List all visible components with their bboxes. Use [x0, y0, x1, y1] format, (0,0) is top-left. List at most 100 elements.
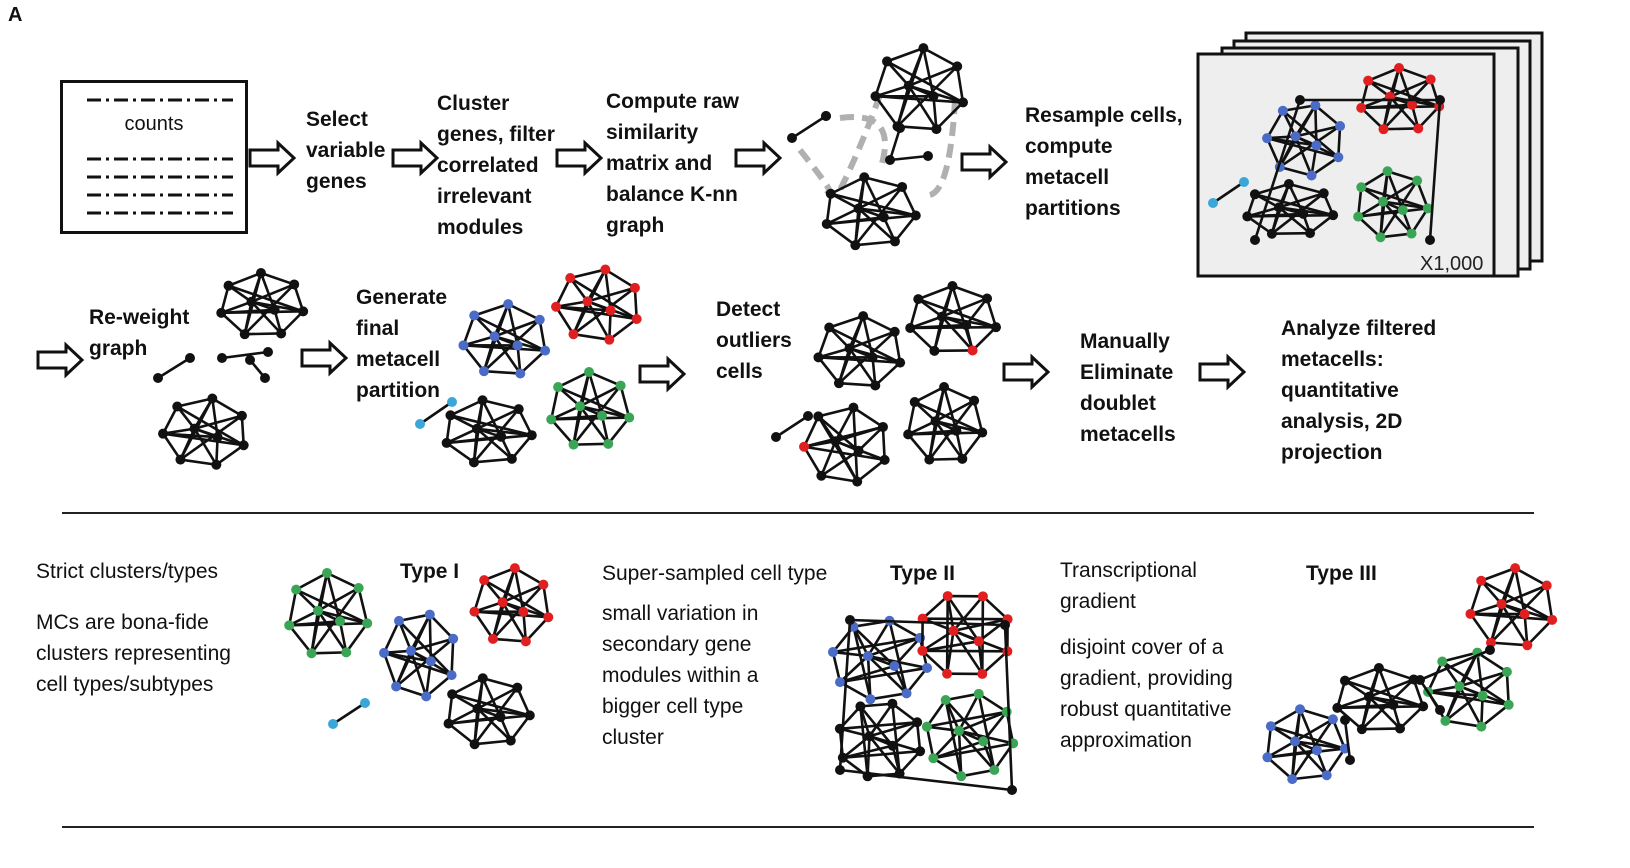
type1-black-cluster: [443, 673, 535, 750]
type1-red-cluster-node: [509, 563, 520, 574]
final-green-cluster-edge: [550, 418, 575, 446]
knn-bottom-cluster-edge: [900, 186, 917, 217]
stack-blue-cluster-node: [1333, 152, 1344, 163]
type3-red-cluster-node: [1496, 599, 1507, 609]
outlier-cluster-2-edge: [917, 297, 997, 329]
dashed-arrow-3: [928, 99, 958, 198]
final-black-cluster-edge: [449, 399, 484, 417]
type1-cyan-pair-edge: [332, 701, 366, 726]
knn-bottom-cluster-edge: [857, 177, 866, 209]
stack-black-cluster-node: [1328, 210, 1339, 221]
final-blue-cluster-edge: [507, 302, 541, 321]
reweight-bottom-cluster-edge: [211, 398, 219, 438]
outlier-cluster-4-edge: [835, 425, 884, 443]
final-green-cluster-node: [575, 401, 585, 412]
type1-blue-cluster-edge: [398, 613, 431, 623]
type2-green-cluster-node: [940, 694, 951, 705]
stack-red-cluster: [1356, 63, 1445, 135]
type1-blue-cluster-edge: [383, 651, 432, 663]
type2-blue-cluster-node: [865, 694, 876, 705]
reweight-top-cluster-edge: [243, 301, 253, 335]
stack-green-cluster-edge: [1380, 232, 1412, 239]
type2-blue-cluster-edge: [867, 655, 908, 695]
type1-green-cluster-node: [353, 583, 364, 594]
knn-top-cluster-edge: [907, 47, 925, 87]
type3-black-cluster-node: [1364, 691, 1374, 702]
type2-black-cluster-node: [887, 698, 898, 709]
type3-red-cluster-edge: [1480, 566, 1516, 582]
outlier-cluster-4-edge: [821, 474, 858, 483]
type3-black-cluster-node: [1339, 675, 1350, 686]
stack-bridges-node: [1425, 235, 1435, 245]
type1-black-cluster-node: [524, 710, 535, 721]
type3-green-cluster-edge: [1427, 684, 1460, 694]
type2-red-cluster-edge: [946, 595, 955, 632]
outlier-cluster-4-edge: [834, 406, 855, 442]
stack-green-cluster-node: [1356, 182, 1367, 193]
type1-green-cluster-node: [306, 648, 317, 659]
type2-green-cluster-edge: [958, 729, 996, 771]
type1-red-cluster-node: [520, 636, 531, 647]
type1-cyan-pair-node: [360, 698, 370, 708]
type2-blue-cluster-edge: [831, 651, 842, 683]
outlier-cluster-3-node: [939, 382, 950, 393]
reweight-bottom-cluster-node: [207, 393, 218, 404]
knn-top-cluster-node: [952, 61, 963, 72]
type3-green-cluster-node: [1503, 699, 1514, 710]
type3-links-edge: [1343, 719, 1352, 761]
type3-blue-cluster-edge: [1270, 708, 1301, 728]
outlier-cluster-4-edge: [803, 439, 836, 449]
stack-cyan-pair-edge: [1212, 180, 1245, 205]
final-green-cluster-edge: [579, 384, 622, 408]
reweight-bottom-cluster-edge: [180, 458, 217, 467]
type2-blue-cluster-edge: [905, 667, 929, 695]
type1-blue-cluster-node: [406, 645, 416, 656]
reweight-bottom-cluster-node: [158, 428, 169, 439]
reweight-top-cluster: [216, 268, 309, 340]
outlier-cluster-4-edge: [820, 440, 837, 477]
final-blue-cluster-node: [515, 368, 526, 379]
final-green-cluster-edge: [557, 385, 630, 419]
final-blue-cluster-edge: [519, 349, 547, 375]
type2-black-cluster-edge: [866, 736, 871, 777]
final-red-cluster-node: [565, 272, 576, 283]
type2-green-cluster-node: [973, 688, 984, 699]
reweight-top-cluster-edge: [250, 300, 283, 335]
type1-green-cluster-edge: [295, 588, 368, 625]
type2-red-cluster-edge: [922, 640, 980, 653]
outlier-cluster-3-edge: [972, 400, 984, 433]
type3-blue-cluster-edge: [1266, 756, 1294, 781]
type3-black-cluster-edge: [1361, 727, 1401, 731]
type1-blue-cluster-edge: [428, 613, 455, 640]
outlier-cluster-4-node: [816, 470, 827, 481]
type2-green-cluster-edge: [957, 730, 963, 777]
final-green-cluster-node: [546, 414, 557, 425]
type2-blue-cluster-edge: [866, 655, 872, 700]
stack-red-cluster-edge: [1382, 96, 1392, 130]
type3-red-cluster-edge: [1513, 567, 1526, 615]
outlier-cluster-2-edge: [985, 298, 998, 328]
stack-green-cluster-edge: [1386, 170, 1405, 211]
type2-black-cluster-edge: [860, 702, 893, 708]
reweight-top-cluster-edge: [251, 283, 295, 304]
reweight-bottom-cluster-node: [172, 401, 183, 412]
type1-black-cluster-edge: [473, 708, 479, 745]
type1-green-cluster-edge: [287, 589, 298, 626]
step-reweight: Re-weight graph: [89, 306, 190, 360]
outlier-cluster-2-edge: [909, 327, 936, 352]
type2-blue-cluster-node: [922, 662, 933, 673]
step-compute-similarity: Compute raw similarity matrix and balanc…: [606, 90, 740, 237]
outlier-cluster-3-edge: [907, 433, 931, 461]
outlier-cluster-1-node: [867, 352, 878, 363]
type2-title: Type II: [890, 562, 955, 585]
reweight-pair-2-node: [217, 353, 227, 363]
type2-black-cluster-edge: [839, 727, 870, 738]
type2-links-edge: [838, 619, 852, 771]
step-eliminate-doublets: Manually Eliminate doublet metacells: [1080, 330, 1176, 446]
type3-green-cluster-edge: [1458, 651, 1479, 687]
stack-red-cluster-edge: [1389, 78, 1432, 98]
knn-bottom-cluster-edge: [825, 193, 833, 225]
outlier-cluster-2-node: [982, 293, 993, 304]
type1-blue-cluster-edge: [409, 613, 431, 652]
outlier-cluster-4-node: [852, 476, 863, 487]
